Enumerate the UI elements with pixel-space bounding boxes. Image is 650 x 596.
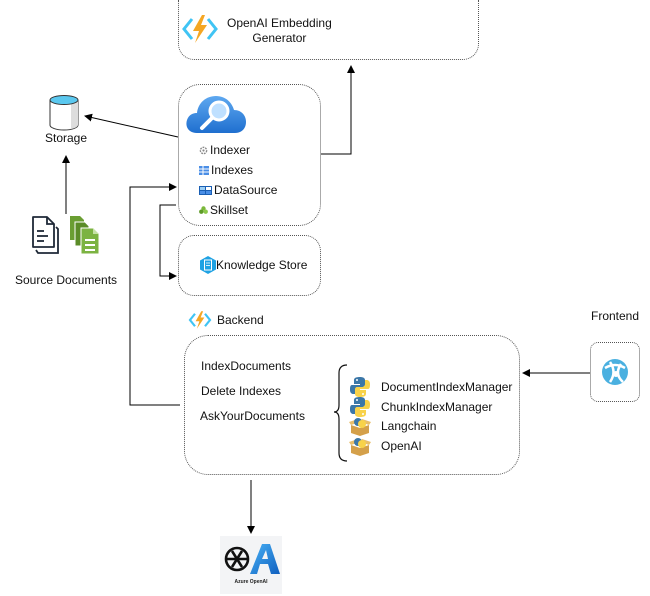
azure-openai-tile[interactable]: Azure OpenAI <box>220 536 282 594</box>
module-label: Langchain <box>381 419 437 433</box>
python-icon <box>350 397 370 417</box>
module-chunk-index-manager[interactable]: ChunkIndexManager <box>349 396 492 418</box>
storage-cylinder-icon[interactable] <box>49 95 79 131</box>
module-document-index-manager[interactable]: DocumentIndexManager <box>349 376 512 398</box>
arrow-backend-to-search <box>129 183 180 406</box>
frontend-box[interactable] <box>590 342 640 402</box>
arrow-search-to-storage <box>84 113 179 138</box>
search-service-box[interactable]: Indexer Indexes DataSource Skillset <box>178 84 321 226</box>
knowledge-store-icon <box>200 256 216 274</box>
documents-stack-icon[interactable] <box>68 214 102 256</box>
datasource-icon <box>199 185 212 195</box>
azure-functions-icon <box>188 311 212 329</box>
frontend-label: Frontend <box>591 309 640 323</box>
gear-icon <box>199 146 208 154</box>
module-label: DocumentIndexManager <box>381 380 513 394</box>
arrow-search-to-embedding <box>321 65 355 155</box>
azure-openai-label: Azure OpenAI <box>234 579 268 585</box>
curly-brace <box>333 364 348 462</box>
search-item-label: Indexer <box>210 143 251 157</box>
arrow-search-to-knowledgestore <box>159 204 177 280</box>
search-item-datasource[interactable]: DataSource <box>199 183 277 197</box>
search-item-label: Indexes <box>211 163 254 177</box>
search-item-indexes[interactable]: Indexes <box>199 163 253 177</box>
endpoint-ask-your-documents[interactable]: AskYourDocuments <box>200 409 305 423</box>
document-icon[interactable] <box>30 215 60 255</box>
embedding-generator-label-1: OpenAI Embedding <box>227 16 332 30</box>
embedding-generator-box[interactable]: OpenAI Embedding Generator <box>178 0 479 60</box>
endpoint-index-documents[interactable]: IndexDocuments <box>201 359 292 373</box>
azure-openai-icon <box>224 544 280 574</box>
azure-static-web-app-icon <box>602 359 628 385</box>
knowledge-store-box[interactable]: Knowledge Store <box>178 235 321 296</box>
module-label: OpenAI <box>381 439 422 453</box>
index-table-icon <box>199 165 209 175</box>
embedding-generator-label-2: Generator <box>252 31 307 45</box>
backend-box[interactable]: IndexDocuments Delete Indexes AskYourDoc… <box>184 335 520 475</box>
azure-cognitive-search-icon <box>186 96 246 133</box>
python-package-icon <box>349 418 371 436</box>
module-openai[interactable]: OpenAI <box>349 436 422 456</box>
azure-functions-icon <box>182 15 218 43</box>
backend-label: Backend <box>217 313 264 327</box>
python-icon <box>350 377 370 397</box>
search-item-label: Skillset <box>210 203 249 217</box>
search-item-indexer[interactable]: Indexer <box>199 143 250 157</box>
storage-label: Storage <box>45 131 88 145</box>
skillset-icon <box>199 206 208 214</box>
module-langchain[interactable]: Langchain <box>349 416 436 436</box>
source-documents-label: Source Documents <box>15 273 118 287</box>
module-label: ChunkIndexManager <box>381 400 493 414</box>
python-package-icon <box>349 438 371 456</box>
search-item-label: DataSource <box>214 183 278 197</box>
search-item-skillset[interactable]: Skillset <box>199 203 248 217</box>
knowledge-store-label: Knowledge Store <box>216 258 308 272</box>
endpoint-delete-indexes[interactable]: Delete Indexes <box>201 384 282 398</box>
